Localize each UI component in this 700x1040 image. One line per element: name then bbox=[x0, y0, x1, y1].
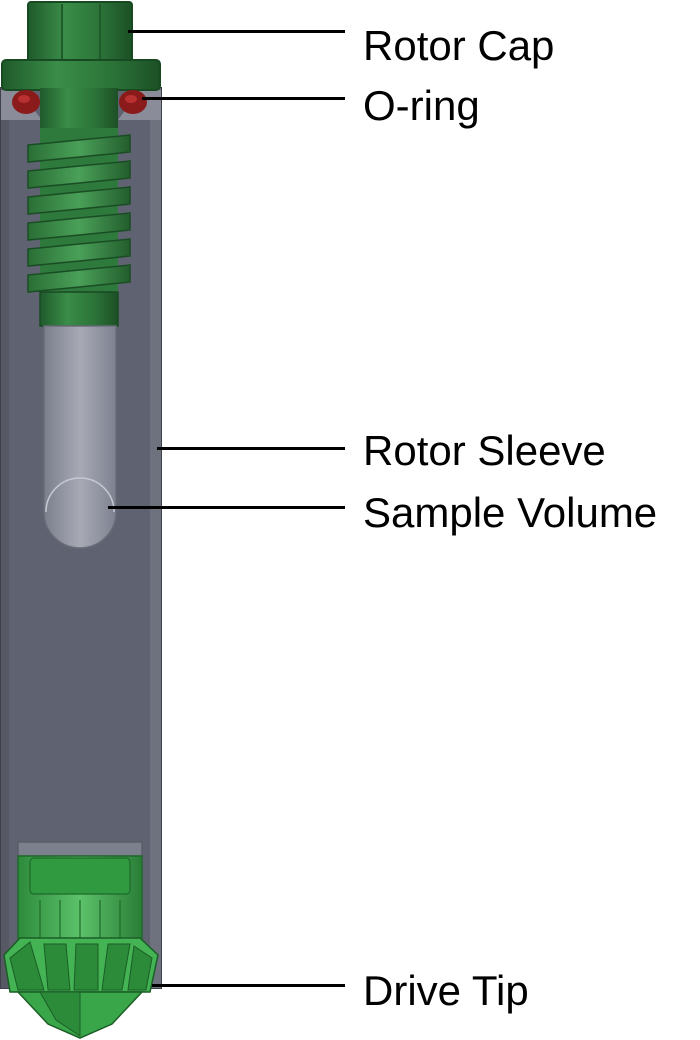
rotor-cap-leader-line bbox=[128, 30, 345, 33]
drive-tip-label: Drive Tip bbox=[363, 967, 529, 1014]
sample-volume-leader-line bbox=[108, 506, 345, 509]
drive-tip bbox=[3, 841, 159, 1039]
rotor-cap-label: Rotor Cap bbox=[363, 22, 555, 69]
drive-tip-leader-line bbox=[152, 984, 345, 987]
rotor-cap bbox=[1, 1, 161, 128]
rotor-sleeve-label: Rotor Sleeve bbox=[363, 427, 606, 474]
rotor-cap-threads bbox=[27, 128, 131, 327]
sample-volume bbox=[43, 325, 117, 549]
o-ring-leader-line bbox=[142, 97, 345, 100]
sample-volume-label: Sample Volume bbox=[363, 489, 658, 536]
o-ring-label: O-ring bbox=[363, 82, 480, 129]
rotor-sleeve-leader-line bbox=[157, 447, 345, 450]
o-ring bbox=[12, 90, 147, 114]
